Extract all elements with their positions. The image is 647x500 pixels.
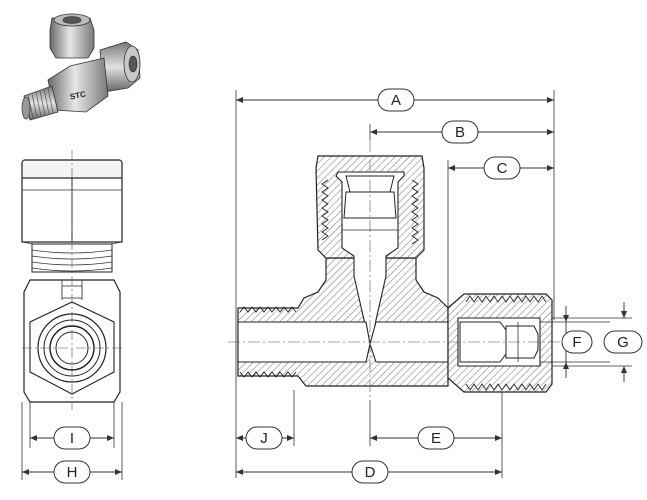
svg-text:D: D — [365, 464, 376, 481]
dim-label-c: C — [483, 156, 521, 180]
dim-label-i: I — [53, 426, 91, 450]
svg-text:A: A — [391, 92, 401, 109]
svg-text:J: J — [260, 430, 268, 447]
dim-label-f: F — [561, 330, 593, 354]
svg-text:E: E — [431, 430, 441, 447]
svg-text:H: H — [67, 464, 78, 481]
svg-text:C: C — [497, 160, 508, 177]
dim-label-d: D — [351, 460, 389, 484]
dim-label-a: A — [377, 88, 415, 112]
dim-label-b: B — [441, 120, 479, 144]
svg-text:G: G — [617, 334, 629, 351]
svg-text:F: F — [572, 334, 581, 351]
dim-label-g: G — [603, 330, 643, 354]
dim-label-h: H — [53, 460, 91, 484]
svg-text:B: B — [455, 124, 465, 141]
svg-text:I: I — [70, 430, 74, 447]
product-3d-render: STC — [21, 13, 141, 121]
side-view — [21, 150, 123, 480]
dimension-labels: A B C D E F G H — [53, 88, 643, 484]
dim-label-e: E — [417, 426, 455, 450]
brand-marking: STC — [69, 89, 87, 101]
dim-label-j: J — [245, 426, 283, 450]
section-view — [228, 90, 632, 478]
